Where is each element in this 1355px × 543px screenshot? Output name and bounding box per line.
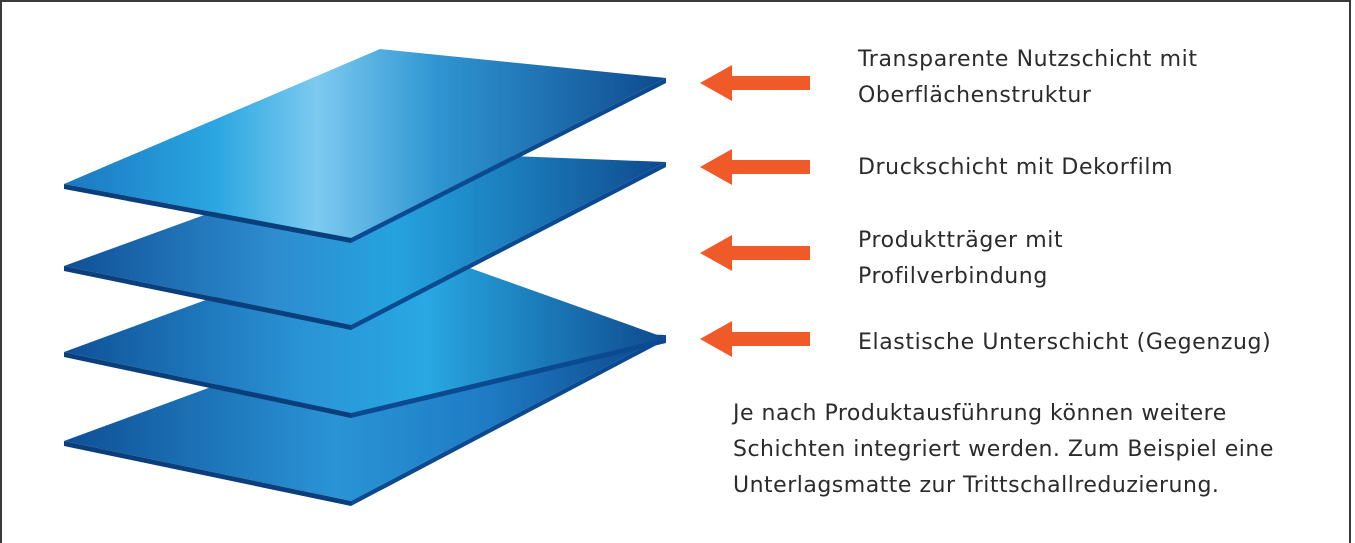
arrow-left-icon [700,321,810,357]
label-line: Druckschicht mit Dekorfilm [858,155,1174,180]
label-backing: Elastische Unterschicht (Gegenzug) [858,325,1271,361]
label-wear-layer: Transparente Nutzschicht mit Oberflächen… [858,42,1198,114]
label-carrier: Produktträger mit Profilverbindung [858,223,1063,295]
sheet-wear [64,49,666,243]
arrow-left-icon [700,235,810,271]
layer-stack [64,49,666,506]
note-line: Je nach Produktausführung können weitere [733,401,1227,426]
label-line: Elastische Unterschicht (Gegenzug) [858,330,1272,355]
label-line: Profilverbindung [858,264,1048,289]
note-line: Schichten integriert werden. Zum Beispie… [733,437,1274,462]
label-print-layer: Druckschicht mit Dekorfilm [858,150,1173,186]
sheet-print [64,151,666,330]
arrow-left-icon [700,65,810,101]
sheet-carrier [64,236,666,418]
label-line: Produktträger mit [858,228,1064,253]
note-line: Unterlagsmatte zur Trittschallreduzierun… [733,473,1220,498]
arrow-left-icon [700,149,810,185]
label-line: Oberflächenstruktur [858,83,1092,108]
label-line: Transparente Nutzschicht mit [858,47,1198,72]
note-text: Je nach Produktausführung können weitere… [733,396,1274,504]
